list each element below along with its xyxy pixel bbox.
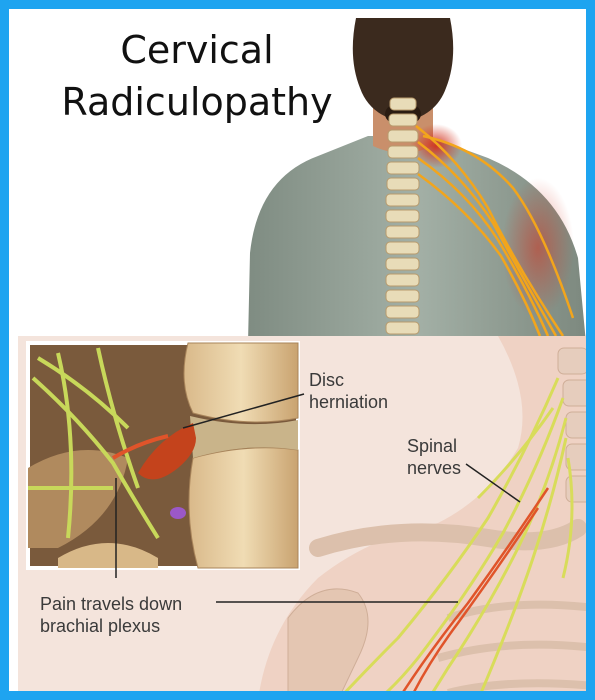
spinal-label-line-1: Spinal [407,435,461,457]
disc-herniation-label: Disc herniation [309,369,388,413]
disc-label-line-2: herniation [309,391,388,413]
title-line-2: Radiculopathy [47,76,347,128]
spine [386,98,419,334]
title-line-1: Cervical [47,24,347,76]
vertebra-upper [184,343,298,422]
brachial-plexus-pain-label: Pain travels down brachial plexus [40,593,182,637]
page-title: Cervical Radiculopathy [47,24,347,128]
spinal-nerves-label: Spinal nerves [407,435,461,479]
disc-inset [28,343,298,568]
disc-label-line-1: Disc [309,369,388,391]
pain-label-line-1: Pain travels down [40,593,182,615]
spinal-label-line-2: nerves [407,457,461,479]
pain-label-line-2: brachial plexus [40,615,182,637]
vertebra-lower [189,448,298,568]
